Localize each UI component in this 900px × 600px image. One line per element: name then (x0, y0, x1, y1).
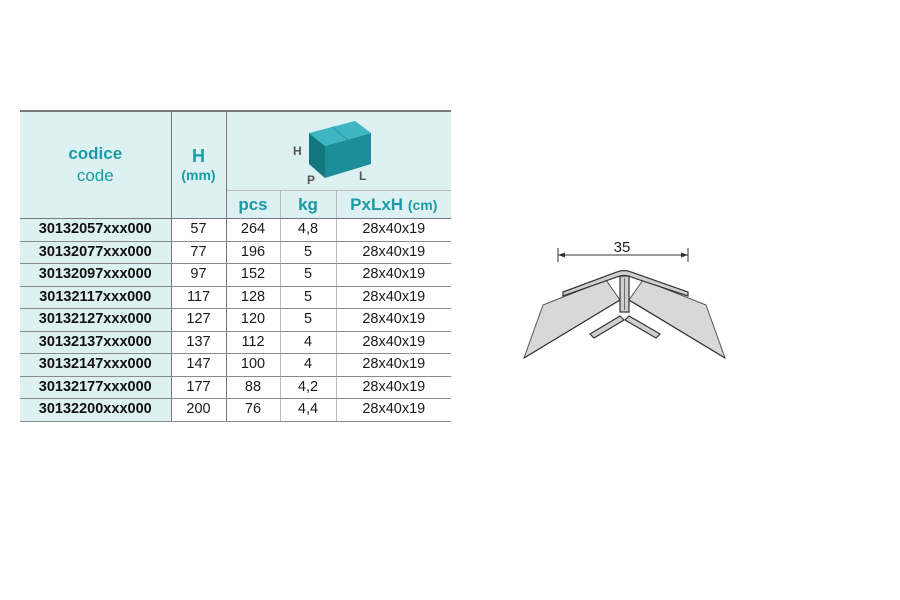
kg-cell: 5 (280, 308, 337, 332)
height-cell: 127 (171, 308, 227, 332)
box-label-h: H (293, 144, 302, 158)
height-cell: 77 (171, 241, 227, 264)
height-header-label: H (192, 146, 205, 166)
dims-cell: 28x40x19 (336, 241, 452, 264)
code-cell: 30132200xxx000 (20, 398, 172, 422)
code-cell: 30132097xxx000 (20, 263, 172, 287)
packaging-header: H P L (226, 110, 452, 191)
height-cell: 177 (171, 376, 227, 399)
dims-header: PxLxH (cm) (336, 190, 452, 219)
dims-cell: 28x40x19 (336, 398, 452, 422)
corner-profile-drawing: 35 (523, 239, 726, 360)
code-cell: 30132127xxx000 (20, 308, 172, 332)
height-cell: 57 (171, 218, 227, 242)
spec-table: codice code H (mm) H P L pcs (20, 110, 452, 422)
pcs-cell: 196 (226, 241, 281, 264)
table-row: 30132117xxx000 117 128 5 28x40x19 (20, 286, 452, 309)
kg-header: kg (280, 190, 337, 219)
kg-cell: 5 (280, 241, 337, 264)
pcs-cell: 152 (226, 263, 281, 287)
box-label-p: P (307, 173, 315, 187)
code-cell: 30132137xxx000 (20, 331, 172, 354)
box-icon: H P L (293, 121, 371, 187)
code-header-en: code (76, 166, 114, 185)
height-cell: 147 (171, 353, 227, 377)
kg-cell: 4 (280, 353, 337, 377)
kg-cell: 5 (280, 286, 337, 309)
code-cell: 30132177xxx000 (20, 376, 172, 399)
pcs-cell: 120 (226, 308, 281, 332)
height-cell: 137 (171, 331, 227, 354)
pcs-header: pcs (226, 190, 281, 219)
dims-header-label: PxLxH (350, 194, 404, 214)
height-cell: 200 (171, 398, 227, 422)
dims-cell: 28x40x19 (336, 263, 452, 287)
box-label-l: L (359, 169, 366, 183)
height-header: H (mm) (171, 110, 227, 219)
kg-cell: 5 (280, 263, 337, 287)
height-header-unit: (mm) (181, 167, 216, 183)
pcs-cell: 88 (226, 376, 281, 399)
table-row: 30132137xxx000 137 112 4 28x40x19 (20, 331, 452, 354)
kg-cell: 4,2 (280, 376, 337, 399)
pcs-cell: 128 (226, 286, 281, 309)
pcs-cell: 76 (226, 398, 281, 422)
code-cell: 30132117xxx000 (20, 286, 172, 309)
pcs-cell: 112 (226, 331, 281, 354)
right-panel (628, 279, 726, 360)
kg-cell: 4,4 (280, 398, 337, 422)
dims-cell: 28x40x19 (336, 308, 452, 332)
table-row: 30132177xxx000 177 88 4,2 28x40x19 (20, 376, 452, 399)
dimension-line (557, 248, 689, 262)
pcs-cell: 100 (226, 353, 281, 377)
code-cell: 30132057xxx000 (20, 218, 172, 242)
table-row: 30132127xxx000 127 120 5 28x40x19 (20, 308, 452, 332)
table-row: 30132097xxx000 97 152 5 28x40x19 (20, 263, 452, 287)
code-header-it: codice (68, 144, 123, 163)
pcs-cell: 264 (226, 218, 281, 242)
table-row: 30132200xxx000 200 76 4,4 28x40x19 (20, 398, 452, 422)
table-row: 30132077xxx000 77 196 5 28x40x19 (20, 241, 452, 264)
dims-cell: 28x40x19 (336, 218, 452, 242)
code-cell: 30132077xxx000 (20, 241, 172, 264)
kg-cell: 4 (280, 331, 337, 354)
height-cell: 117 (171, 286, 227, 309)
dims-cell: 28x40x19 (336, 353, 452, 377)
code-cell: 30132147xxx000 (20, 353, 172, 377)
dimension-label: 35 (614, 239, 631, 256)
table-row: 30132147xxx000 147 100 4 28x40x19 (20, 353, 452, 377)
dims-cell: 28x40x19 (336, 331, 452, 354)
table-row: 30132057xxx000 57 264 4,8 28x40x19 (20, 218, 452, 242)
dims-cell: 28x40x19 (336, 376, 452, 399)
dims-header-unit: (cm) (407, 196, 438, 213)
dims-cell: 28x40x19 (336, 286, 452, 309)
profile-section (562, 269, 689, 339)
height-cell: 97 (171, 263, 227, 287)
code-header: codice code (20, 110, 172, 219)
kg-cell: 4,8 (280, 218, 337, 242)
